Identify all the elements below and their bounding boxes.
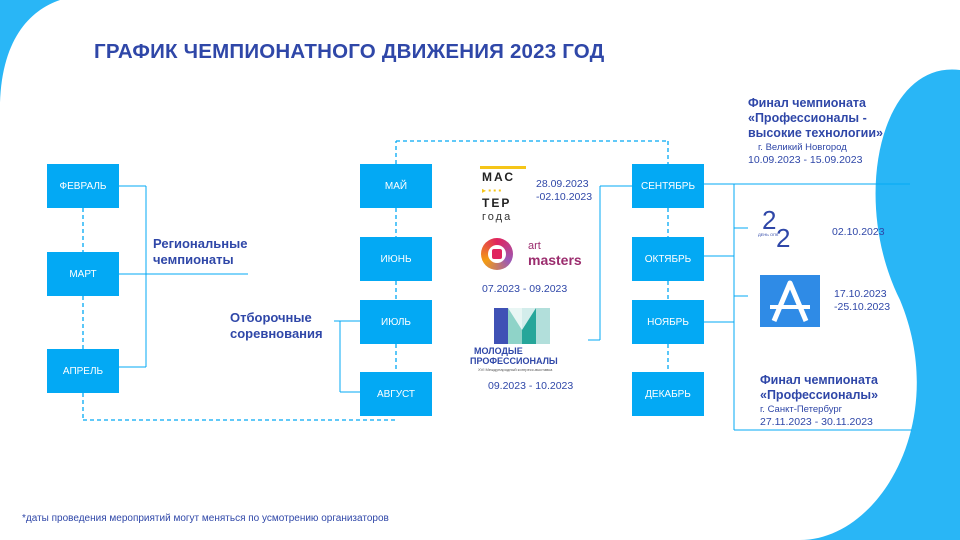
regional-label-line2: чемпионаты bbox=[153, 252, 234, 267]
page-title: ГРАФИК ЧЕМПИОНАТНОГО ДВИЖЕНИЯ 2023 ГОД bbox=[94, 40, 605, 63]
masters-date-end: -02.10.2023 bbox=[536, 191, 593, 203]
a-icon bbox=[770, 280, 810, 322]
footnote: *даты проведения мероприятий могут менят… bbox=[22, 513, 389, 524]
masters-logo-line3: года bbox=[482, 211, 513, 223]
final-hitech-title-line3: высокие технологии» bbox=[748, 126, 883, 140]
month-box-december: ДЕКАБРЬ bbox=[632, 372, 704, 416]
masters-date-start: 28.09.2023 bbox=[536, 178, 589, 190]
a-logo bbox=[760, 275, 820, 327]
day22-logo-caption: ДЕНЬ ОПК bbox=[758, 232, 779, 237]
final-hitech-title: Финал чемпионата «Профессионалы - высоки… bbox=[748, 96, 883, 141]
masters-logo-line2: ТЕР bbox=[482, 196, 512, 210]
day22-logo-digit2: 2 bbox=[776, 223, 791, 253]
masters-logo: МАС ▸ ▪ ▪ ▪ ТЕР года bbox=[478, 166, 528, 226]
masters-dates: 28.09.2023 -02.10.2023 bbox=[536, 178, 592, 204]
masters-logo-line1: МАС bbox=[482, 170, 516, 184]
young-professionals-mark bbox=[494, 308, 550, 344]
month-box-june: ИЮНЬ bbox=[360, 237, 432, 281]
event-a-dates: 17.10.2023 -25.10.2023 bbox=[834, 288, 890, 314]
artmasters-dates: 07.2023 - 09.2023 bbox=[482, 283, 568, 295]
final-hitech-title-line1: Финал чемпионата bbox=[748, 96, 867, 110]
month-box-july: ИЮЛЬ bbox=[360, 300, 432, 344]
young-logo-line2: ПРОФЕССИОНАЛЫ bbox=[470, 356, 558, 366]
month-box-september: СЕНТЯБРЬ bbox=[632, 164, 704, 208]
month-box-november: НОЯБРЬ bbox=[632, 300, 704, 344]
final-pro-city: г. Санкт-Петербург bbox=[760, 404, 843, 415]
artmasters-logo-line1: art bbox=[528, 240, 541, 252]
final-hitech-city: г. Великий Новгород bbox=[758, 142, 847, 153]
month-box-april: АПРЕЛЬ bbox=[47, 349, 119, 393]
qualifying-label-line2: соревнования bbox=[230, 326, 323, 341]
event22-date: 02.10.2023 bbox=[832, 226, 885, 238]
final-pro-title: Финал чемпионата «Профессионалы» bbox=[760, 373, 878, 403]
artmasters-logo-line2: masters bbox=[528, 252, 582, 268]
qualifying-label: Отборочные соревнования bbox=[230, 310, 323, 342]
final-pro-title-line1: Финал чемпионата bbox=[760, 373, 879, 387]
final-hitech-dates: 10.09.2023 - 15.09.2023 bbox=[748, 154, 863, 166]
regional-label-line1: Региональные bbox=[153, 236, 248, 251]
day22-logo: 2 2 ДЕНЬ ОПК bbox=[758, 205, 802, 255]
event-a-date-start: 17.10.2023 bbox=[834, 288, 887, 300]
young-logo-line1: МОЛОДЫЕ bbox=[474, 346, 523, 356]
month-box-october: ОКТЯБРЬ bbox=[632, 237, 704, 281]
regional-label: Региональные чемпионаты bbox=[153, 236, 247, 268]
month-box-march: МАРТ bbox=[47, 252, 119, 296]
month-box-august: АВГУСТ bbox=[360, 372, 432, 416]
qualifying-label-line1: Отборочные bbox=[230, 310, 312, 325]
final-hitech-title-line2: «Профессионалы - bbox=[748, 111, 867, 125]
event-a-date-end: -25.10.2023 bbox=[834, 301, 891, 313]
day22-logo-digit1: 2 bbox=[762, 205, 777, 235]
month-box-may: МАЙ bbox=[360, 164, 432, 208]
artmasters-logo: art masters bbox=[481, 236, 591, 276]
final-pro-dates: 27.11.2023 - 30.11.2023 bbox=[760, 416, 873, 428]
final-pro-title-line2: «Профессионалы» bbox=[760, 388, 879, 402]
young-professionals-logo: МОЛОДЫЕ ПРОФЕССИОНАЛЫ XVI Международный … bbox=[470, 306, 590, 376]
young-dates: 09.2023 - 10.2023 bbox=[488, 380, 574, 392]
young-logo-line3: XVI Международный конгресс-выставка bbox=[478, 367, 553, 372]
month-box-february: ФЕВРАЛЬ bbox=[47, 164, 119, 208]
